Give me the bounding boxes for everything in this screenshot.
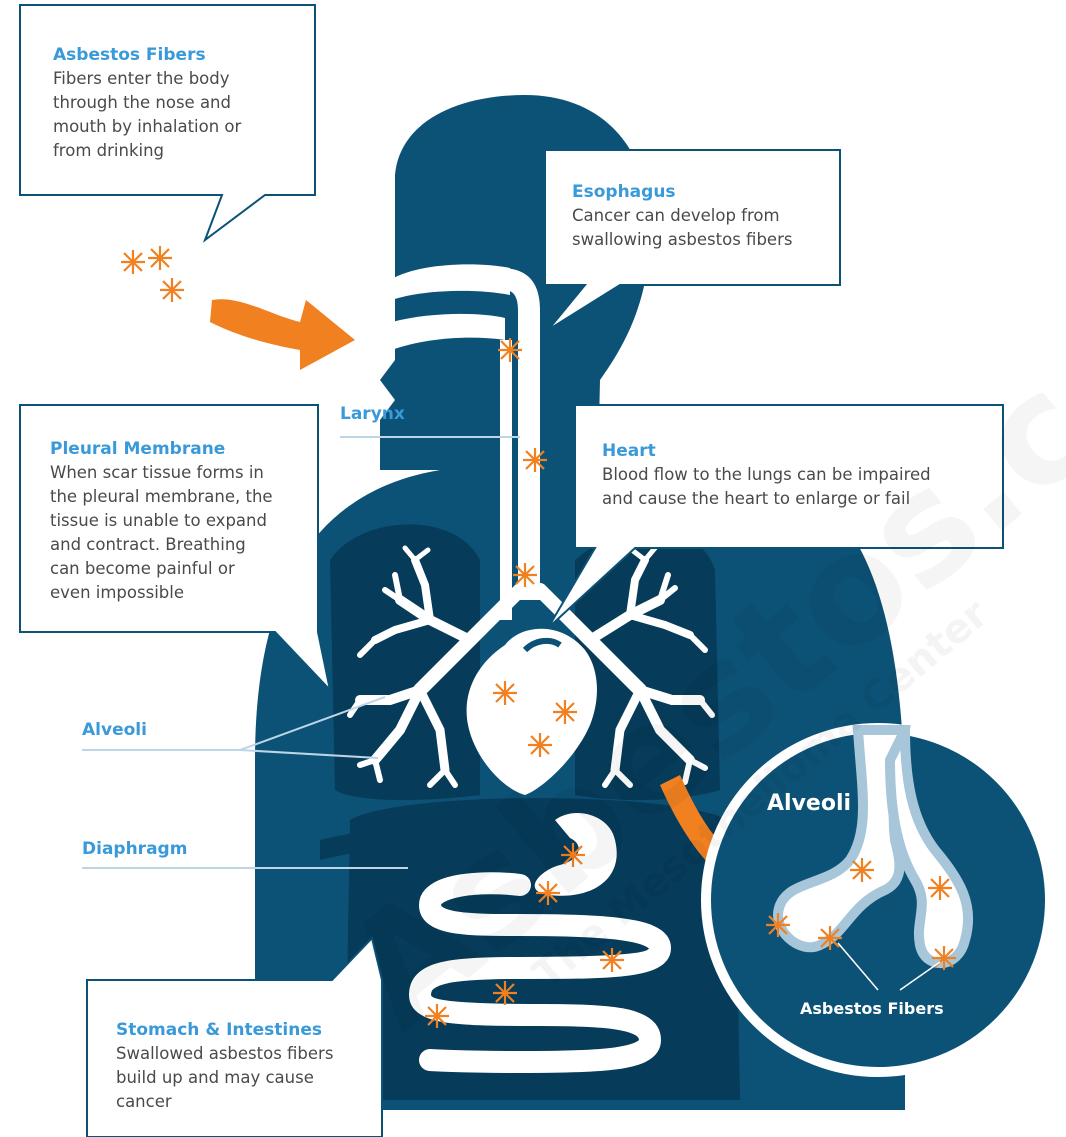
fiber-mark [498, 338, 522, 362]
fiber-mark [493, 681, 517, 705]
body-line: Swallowed asbestos fibers [116, 1044, 333, 1063]
esophagus-tube [500, 340, 512, 620]
body-line: through the nose and [53, 93, 231, 112]
body-line: and contract. Breathing [50, 535, 246, 554]
fiber-mark [928, 876, 952, 900]
stomach-title: Stomach & Intestines [116, 1020, 322, 1040]
body-line: can become painful or [50, 559, 235, 578]
airborne-fibers [121, 246, 184, 302]
body-line: swallowing asbestos fibers [572, 230, 792, 249]
heart-title: Heart [602, 441, 656, 461]
fiber-mark [523, 448, 547, 472]
body-line: When scar tissue forms in [50, 463, 264, 482]
body-line: mouth by inhalation or [53, 117, 242, 136]
fiber-mark [766, 913, 790, 937]
body-line: Cancer can develop from [572, 206, 780, 225]
fiber-mark [932, 946, 956, 970]
esophagus-title: Esophagus [572, 182, 676, 202]
pleural-membrane-title: Pleural Membrane [50, 439, 225, 459]
fiber-mark [850, 858, 874, 882]
fiber-mark [148, 246, 172, 270]
diaphragm-label: Diaphragm [82, 839, 187, 859]
fiber-mark [160, 278, 184, 302]
fiber-mark [513, 563, 537, 587]
inset-fibers-label: Asbestos Fibers [800, 999, 944, 1018]
body-line: cancer [116, 1092, 172, 1111]
inhalation-arrow [210, 299, 355, 370]
fiber-mark [121, 250, 145, 274]
body-line: build up and may cause [116, 1068, 314, 1087]
body-line: even impossible [50, 583, 184, 602]
alveoli-label: Alveoli [82, 720, 147, 740]
body-line: Fibers enter the body [53, 69, 230, 88]
asbestos-fibers-title: Asbestos Fibers [53, 45, 206, 65]
body-line: from drinking [53, 141, 164, 160]
larynx-label: Larynx [340, 404, 405, 424]
body-line: the pleural membrane, the [50, 487, 273, 506]
body-line: tissue is unable to expand [50, 511, 267, 530]
fiber-mark [818, 926, 842, 950]
